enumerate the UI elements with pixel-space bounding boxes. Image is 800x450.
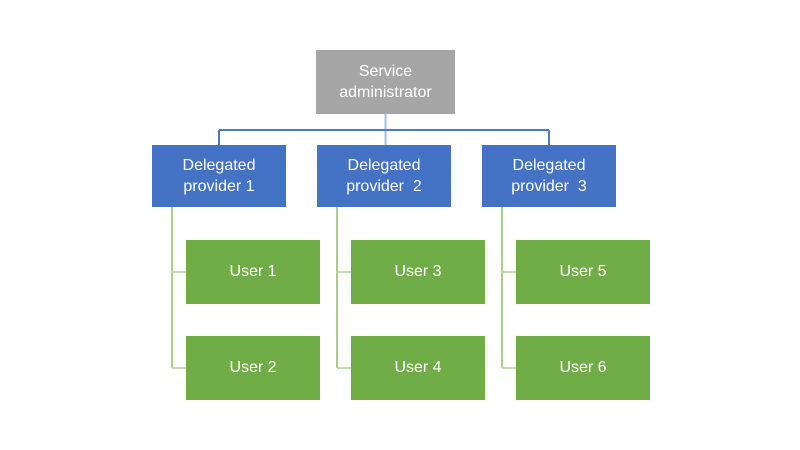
node-user-3: User 3 xyxy=(351,240,485,304)
node-user-2: User 2 xyxy=(186,336,320,400)
node-user-6: User 6 xyxy=(516,336,650,400)
node-delegated-provider-2: Delegated provider 2 xyxy=(317,145,451,207)
node-user-5: User 5 xyxy=(516,240,650,304)
node-user-1: User 1 xyxy=(186,240,320,304)
node-delegated-provider-1: Delegated provider 1 xyxy=(152,145,286,207)
node-service-administrator: Service administrator xyxy=(316,50,455,114)
node-delegated-provider-3: Delegated provider 3 xyxy=(482,145,616,207)
node-user-4: User 4 xyxy=(351,336,485,400)
